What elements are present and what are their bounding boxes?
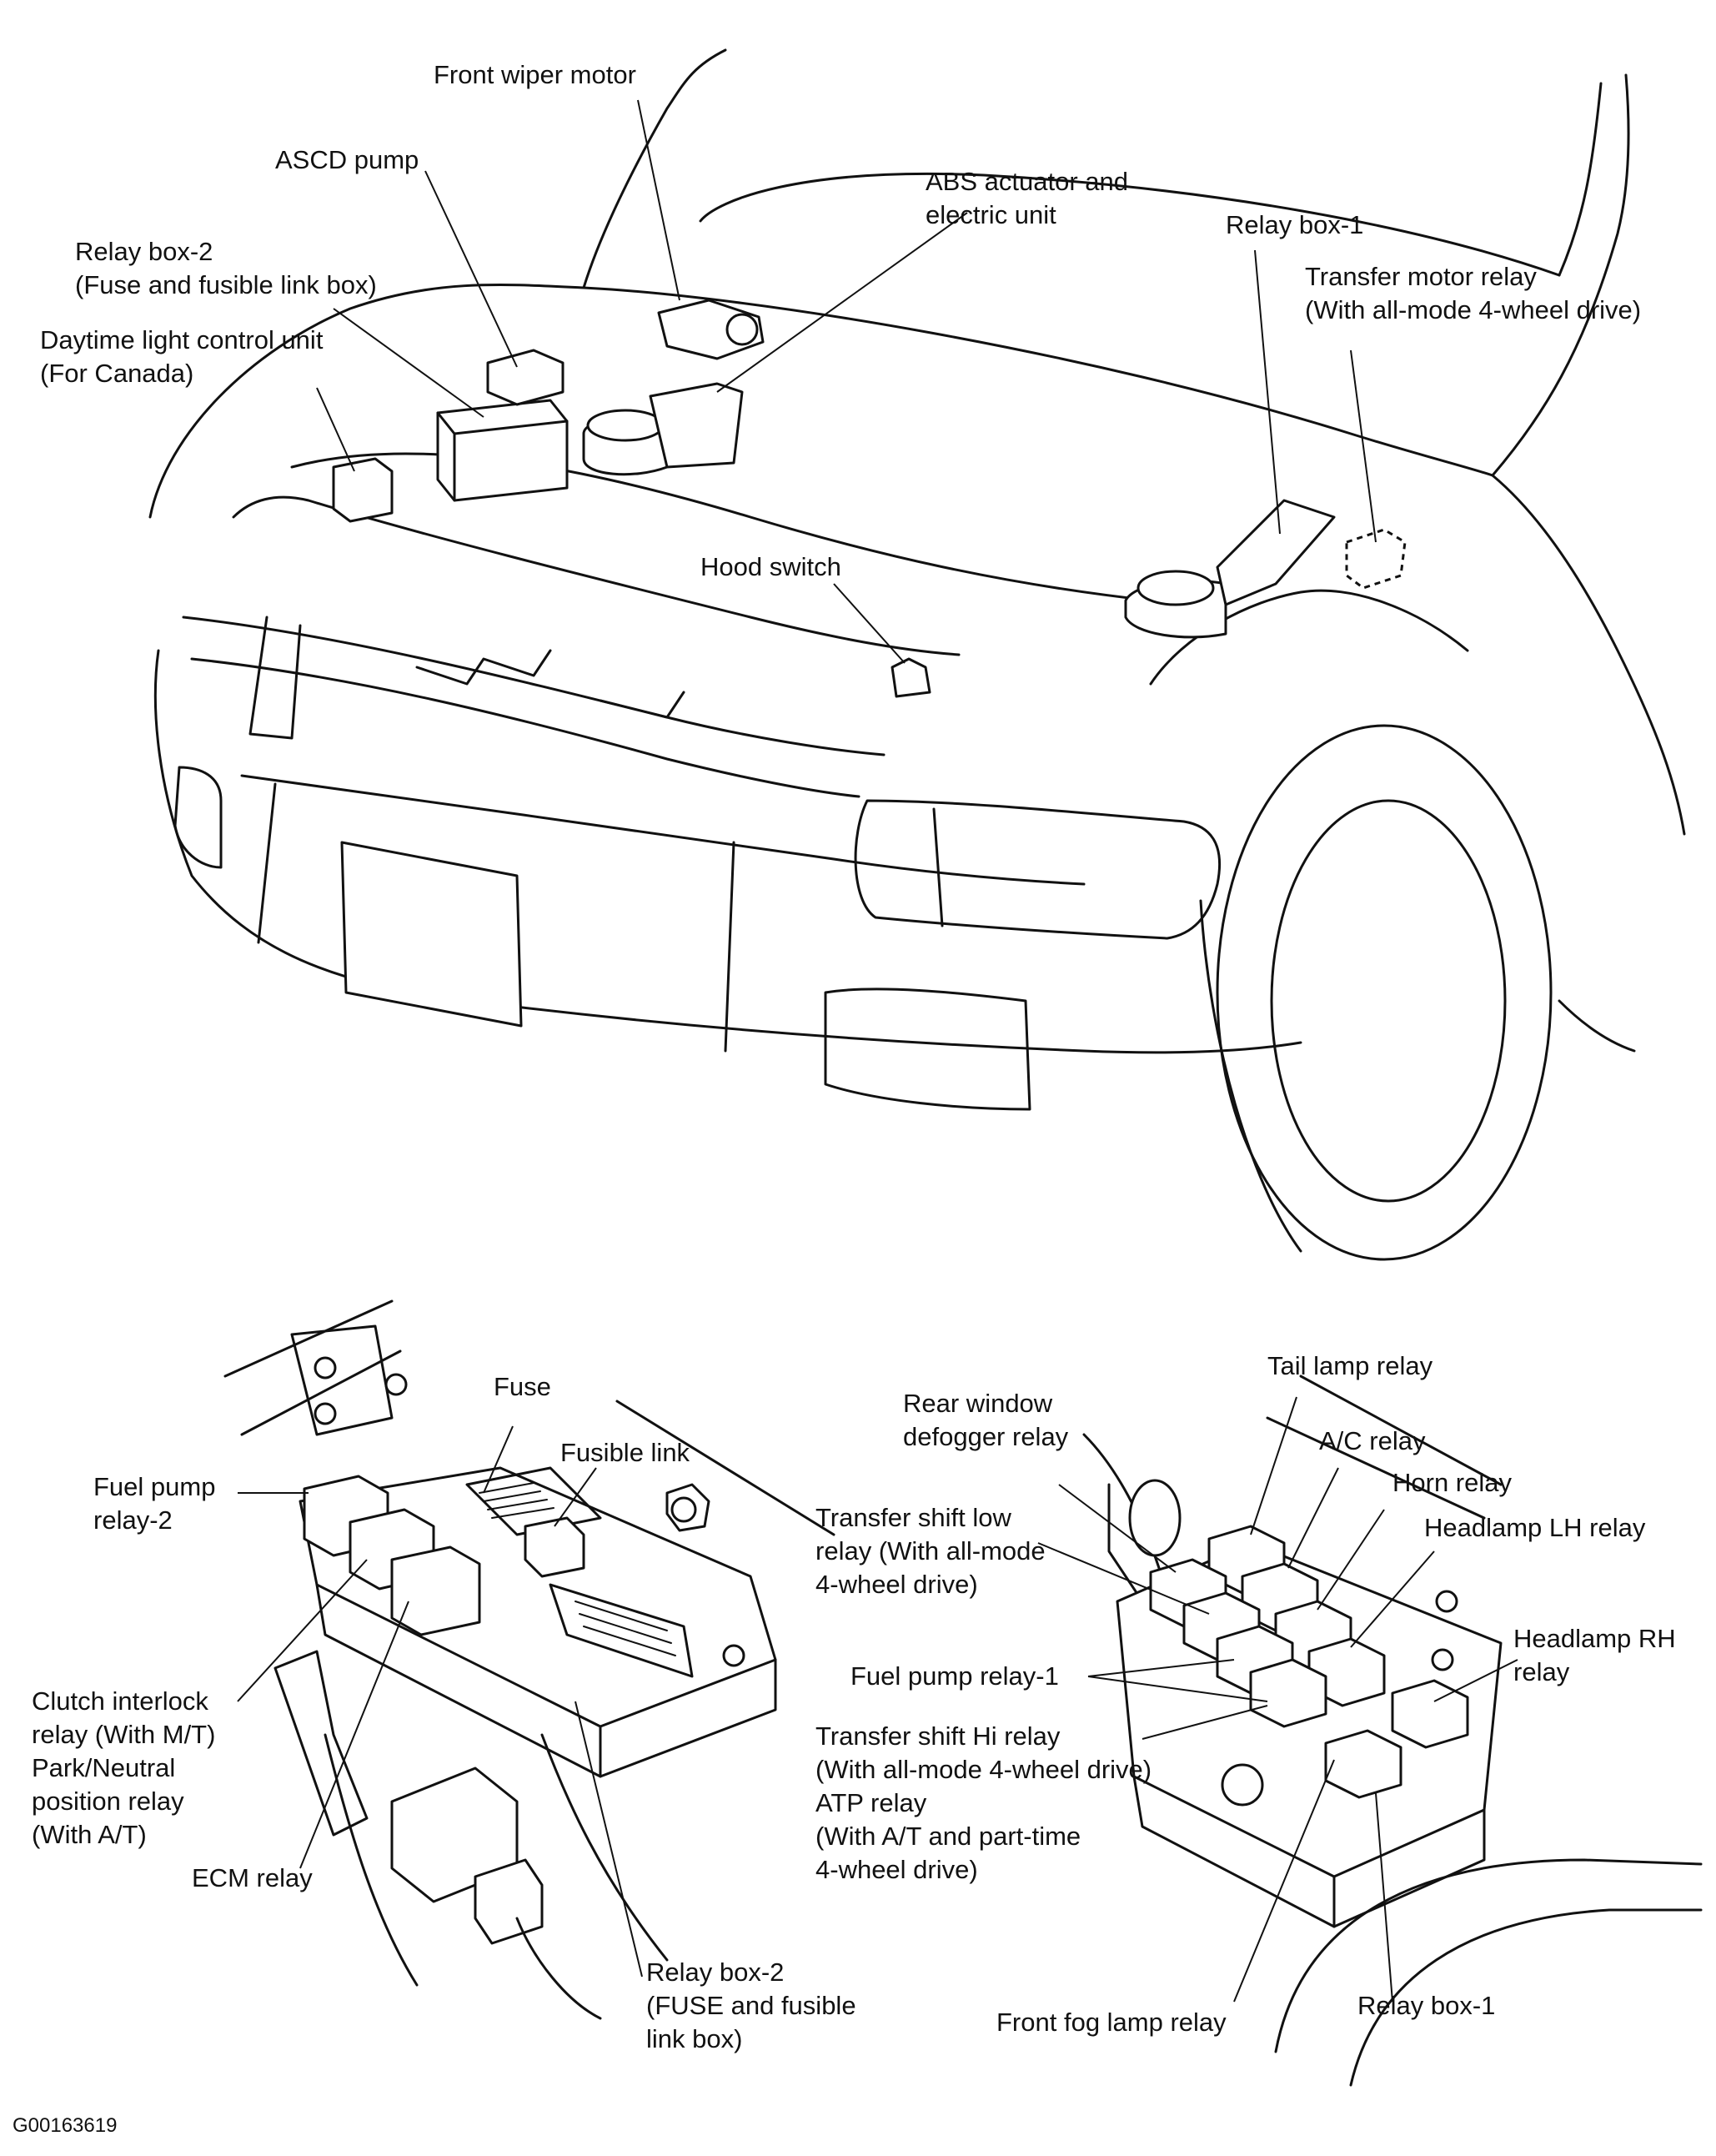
label-abs-actuator-line2: electric unit [926,200,1056,229]
label-clutch-interlock-relay: Clutch interlock relay (With M/T) Park/N… [32,1685,215,1852]
label-front-fog-lamp-relay: Front fog lamp relay [996,2008,1227,2037]
relay-box-2-drawing [223,1299,835,2020]
label-headlamp-rh-relay: Headlamp RH relay [1513,1622,1676,1689]
label-transfer-shift-hi-line3: ATP relay [815,1788,927,1817]
label-transfer-motor-relay-line2: (With all-mode 4-wheel drive) [1305,295,1642,324]
label-clutch-interlock-line5: (With A/T) [32,1820,147,1849]
label-daytime-light-line1: Daytime light control unit [40,325,324,354]
label-rear-window-defogger-line2: defogger relay [903,1422,1069,1451]
label-transfer-shift-low-line1: Transfer shift low [815,1503,1011,1532]
label-ac-relay: A/C relay [1319,1426,1426,1455]
label-transfer-shift-hi-relay: Transfer shift Hi relay (With all-mode 4… [815,1720,1152,1887]
label-front-wiper-motor: Front wiper motor [434,60,636,89]
label-clutch-interlock-line4: position relay [32,1787,184,1816]
label-horn-relay: Horn relay [1392,1468,1512,1497]
label-fuse: Fuse [494,1372,551,1401]
label-daytime-light-control-unit: Daytime light control unit (For Canada) [40,324,323,390]
label-relay-box-2-bottom-line1: Relay box-2 [646,1957,785,1987]
figure-id: G00163619 [13,2114,118,2137]
label-ascd-pump: ASCD pump [275,145,419,174]
label-transfer-motor-relay-line1: Transfer motor relay [1305,262,1537,291]
vehicle-drawing [148,48,1686,1261]
label-transfer-motor-relay: Transfer motor relay (With all-mode 4-wh… [1305,260,1641,327]
label-tail-lamp-relay: Tail lamp relay [1267,1351,1433,1380]
label-fuel-pump-relay-1: Fuel pump relay-1 [850,1661,1059,1691]
label-relay-box-2-bottom-line3: link box) [646,2024,743,2053]
label-clutch-interlock-line1: Clutch interlock [32,1686,208,1716]
label-ecm-relay: ECM relay [192,1863,313,1892]
right-box-leader-lines [1037,1396,1518,2003]
label-transfer-shift-low-relay: Transfer shift low relay (With all-mode … [815,1501,1046,1601]
label-fusible-link: Fusible link [560,1438,690,1467]
label-abs-actuator-line1: ABS actuator and [926,167,1128,196]
label-transfer-shift-low-line3: 4-wheel drive) [815,1570,978,1599]
label-relay-box-1-bottom: Relay box-1 [1357,1991,1496,2020]
label-relay-box-2-line2: (Fuse and fusible link box) [75,270,377,299]
label-headlamp-rh-line1: Headlamp RH [1513,1624,1676,1653]
label-rear-window-defogger-line1: Rear window [903,1389,1053,1418]
label-relay-box-2-bottom: Relay box-2 (FUSE and fusible link box) [646,1956,856,2056]
label-abs-actuator: ABS actuator and electric unit [926,165,1128,232]
left-box-leader-lines [237,1425,643,1978]
label-fuel-pump-relay-2-line2: relay-2 [93,1505,173,1535]
label-hood-switch: Hood switch [700,552,841,581]
label-transfer-shift-hi-line4: (With A/T and part-time [815,1822,1081,1851]
label-transfer-shift-hi-line1: Transfer shift Hi relay [815,1721,1061,1751]
label-relay-box-2-bottom-line2: (FUSE and fusible [646,1991,856,2020]
label-clutch-interlock-line2: relay (With M/T) [32,1720,216,1749]
label-headlamp-lh-relay: Headlamp LH relay [1424,1513,1646,1542]
label-clutch-interlock-line3: Park/Neutral [32,1753,176,1782]
label-rear-window-defogger-relay: Rear window defogger relay [903,1387,1068,1454]
label-transfer-shift-hi-line5: 4-wheel drive) [815,1855,978,1884]
label-relay-box-2-line1: Relay box-2 [75,237,213,266]
vehicle-leader-lines [316,99,1377,664]
label-relay-box-1: Relay box-1 [1226,210,1364,239]
label-transfer-shift-hi-line2: (With all-mode 4-wheel drive) [815,1755,1152,1784]
label-fuel-pump-relay-2-line1: Fuel pump [93,1472,216,1501]
label-relay-box-2: Relay box-2 (Fuse and fusible link box) [75,235,377,302]
label-fuel-pump-relay-2: Fuel pump relay-2 [93,1470,215,1537]
label-transfer-shift-low-line2: relay (With all-mode [815,1536,1046,1565]
label-daytime-light-line2: (For Canada) [40,359,194,388]
label-headlamp-rh-line2: relay [1513,1657,1570,1686]
